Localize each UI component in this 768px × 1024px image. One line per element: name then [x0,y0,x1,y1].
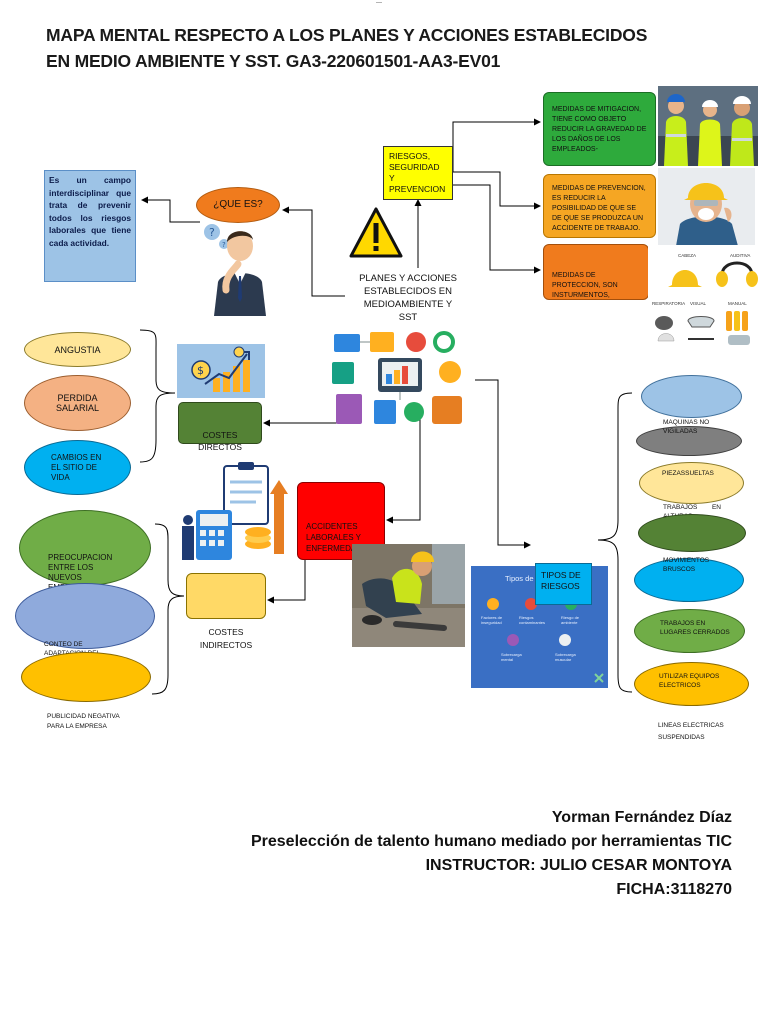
top-mark: — [376,0,382,6]
ppe-chart: CABEZA AUDITIVA RESPIRATORIA VISUAL MANU… [648,245,760,353]
preocupacion-oval: PREOCUPACION ENTRE LOS NUEVOS EMPLEADOS [19,510,151,592]
perdida-salarial-label: PERDIDA SALARIAL [55,393,100,413]
ppe-icons [655,261,758,345]
proteccion-text: MEDIDAS DE PROTECCION, SON INSTURMENTOS,… [552,272,618,299]
center-title-text: PLANES Y ACCIONES ESTABLECIDOS EN MEDIOA… [359,273,457,323]
cambios-vida-label: CAMBIOS EN EL SITIO DE VIDA [51,453,102,482]
planning-icons-illustration [332,331,462,424]
prevencion-text: MEDIDAS DE PREVENCION, ES REDUCIR LA POS… [552,185,646,232]
slide-item-2: Riesgo de ambiente [561,615,580,625]
injured-worker-photo [352,544,465,647]
ppe-label-respiratoria: RESPIRATORIA [652,301,686,306]
thinking-man-illustration: ? ? [204,224,266,316]
accidentes-label: ACCIDENTES LABORALES Y ENFERMEDADES [306,522,373,553]
costes-indirectos-box [186,573,266,619]
maquinas-label: MAQUINAS NO VIGILADAS [663,419,710,435]
ppe-label-cabeza: CABEZA [678,253,697,258]
ppe-label-auditiva: AUDITIVA [730,253,751,258]
maquinas-oval [636,426,742,456]
slide-item-0: Factores de inseguridad [481,615,503,625]
svg-text:?: ? [209,226,215,239]
tipos-riesgos-box: TIPOS DE RIESGOS [535,563,592,605]
accidentes-box: ACCIDENTES LABORALES Y ENFERMEDADES [297,482,385,560]
slide-item-4: Sobrecarga muscular [555,652,576,662]
workers-safety-photo [658,86,758,166]
angustia-oval: ANGUSTIA [24,332,131,367]
course-name: Preselección de talento humano mediado p… [250,833,732,850]
lugares-cerrados-oval: TRABAJOS EN LUGARES CERRADOS [634,609,745,653]
alturas-oval [638,514,746,552]
piezas-label: PIEZASSUELTAS [662,470,714,477]
definition-text: Es un campo interdisciplinar que trata d… [49,175,131,248]
conteo-oval: CONTEO DE ADAPTACION DEL TRABAJADOR SUST… [15,583,155,675]
riesgos-label: RIESGOS, SEGURIDAD Y PREVENCION [389,151,446,194]
movimientos-oval [634,558,744,602]
angustia-label: ANGUSTIA [54,344,101,355]
definition-box: Es un campo interdisciplinar que trata d… [44,170,136,282]
lineas-electricas-label: LINEAS ELECTRICAS SUSPENDIDAS [658,722,724,741]
center-title: PLANES Y ACCIONES ESTABLECIDOS EN MEDIOA… [358,272,458,324]
warning-triangle-icon [349,207,403,258]
money-growth-illustration: $ [177,344,265,398]
ficha: FICHA:3118270 [616,881,732,898]
costes-directos-box: COSTES DIRECTOS [178,402,262,452]
perdida-salarial-oval: PERDIDA SALARIAL [24,375,131,431]
publicidad-label: PUBLICIDAD NEGATIVA PARA LA EMPRESA [47,713,120,730]
risk-oval-light-blue [641,375,742,418]
instructor: INSTRUCTOR: JULIO CESAR MONTOYA [425,857,732,874]
prevencion-box: MEDIDAS DE PREVENCION, ES REDUCIR LA POS… [543,174,656,238]
worker-helmet-mask-photo [658,168,755,246]
costes-directos-label: COSTES DIRECTOS [198,430,242,452]
accounting-illustration [182,462,288,560]
cambios-vida-oval: CAMBIOS EN EL SITIO DE VIDA [24,440,131,495]
page-title: MAPA MENTAL RESPECTO A LOS PLANES Y ACCI… [46,25,648,71]
que-es-label: ¿QUE ES? [213,199,263,210]
footer: Yorman Fernández Díaz Preselección de ta… [251,806,732,902]
movimientos-label: MOVIMIENTOS BRUSCOS [663,557,710,573]
tipos-riesgos-label: TIPOS DE RIESGOS [541,570,581,591]
equipos-electricos-label: UTILIZAR EQUIPOS ELECTRICOS [659,673,720,689]
equipos-electricos-oval: UTILIZAR EQUIPOS ELECTRICOS [634,662,749,706]
author-name: Yorman Fernández Díaz [551,809,732,826]
costes-indirectos-label: COSTES INDIRECTOS [199,627,253,650]
mitigacion-box: MEDIDAS DE MITIGACION, TIENE COMO OBJETO… [543,92,656,166]
svg-text:?: ? [222,241,226,249]
svg-text:$: $ [197,364,204,377]
slide-item-3: Sobrecarga mental [501,652,522,662]
lugares-cerrados-label: TRABAJOS EN LUGARES CERRADOS [660,620,730,636]
que-es-oval: ¿QUE ES? [196,187,280,223]
slide-item-1: Riesgos contaminantes [519,615,546,625]
riesgos-box: RIESGOS, SEGURIDAD Y PREVENCION [383,146,453,200]
proteccion-box: MEDIDAS DE PROTECCION, SON INSTURMENTOS,… [543,244,649,300]
mitigacion-text: MEDIDAS DE MITIGACION, TIENE COMO OBJETO… [552,106,647,153]
ppe-label-manual: MANUAL [728,301,747,306]
publicidad-oval [21,652,151,702]
piezas-oval: PIEZASSUELTAS [639,462,744,504]
ppe-label-visual: VISUAL [690,301,707,306]
slide-title: Tipos de ri [505,574,540,583]
